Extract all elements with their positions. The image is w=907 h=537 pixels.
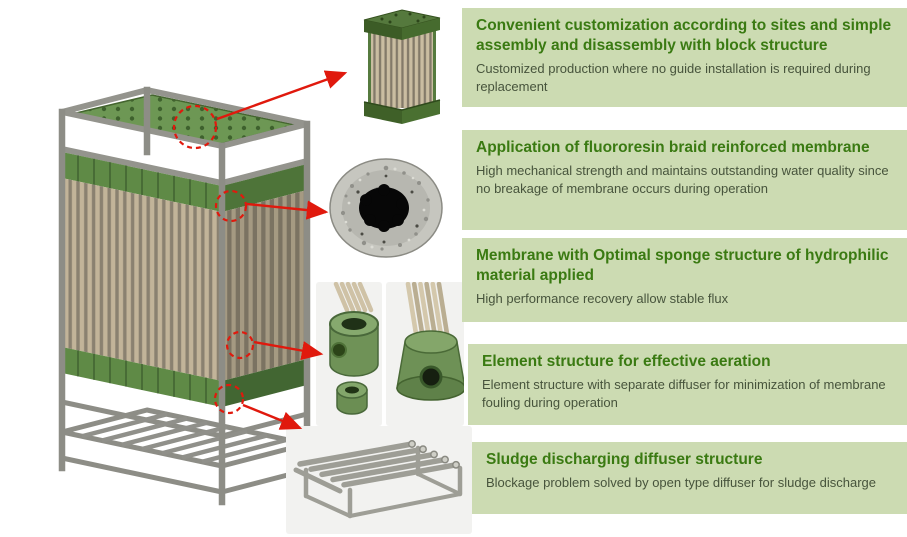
diffuser-open-ends [408,440,460,469]
feature-description: High mechanical strength and maintains o… [476,163,889,196]
membrane-block-detail [363,9,441,124]
feature-title: Application of fluororesin braid reinfor… [476,139,870,156]
block-bottom-cap [363,99,441,124]
membrane-module-3d-render [58,86,311,506]
feature-title: Sludge discharging diffuser structure [486,451,763,468]
feature-card-customization: Convenient customization according to si… [462,8,907,107]
feature-description: Customized production where no guide ins… [476,61,871,94]
membrane-lumen [359,184,409,232]
block-tubes [368,30,436,108]
element-fitting-left [329,282,379,415]
element-structure-detail [316,282,464,426]
feature-description: Blockage problem solved by open type dif… [486,475,876,491]
feature-card-fluororesin-membrane: Application of fluororesin braid reinfor… [462,130,907,230]
element-fitting-right [396,282,464,401]
diffuser-pipes [293,441,463,519]
membrane-cross-section-detail [329,158,443,258]
block-top-cap [363,9,441,40]
feature-description: High performance recovery allow stable f… [476,291,729,307]
feature-card-sludge-diffuser: Sludge discharging diffuser structure Bl… [472,442,907,514]
membrane-tubes [62,178,307,381]
bottom-skid [59,399,310,495]
feature-description: Element structure with separate diffuser… [482,377,886,410]
feature-card-sponge-structure: Membrane with Optimal sponge structure o… [462,238,907,322]
feature-title: Convenient customization according to si… [476,17,892,55]
feature-title: Membrane with Optimal sponge structure o… [476,247,889,285]
sponge-texture [340,165,430,251]
feature-card-aeration: Element structure for effective aeration… [468,344,907,425]
feature-title: Element structure for effective aeration [482,353,771,370]
diffuser-structure-detail [286,426,472,534]
